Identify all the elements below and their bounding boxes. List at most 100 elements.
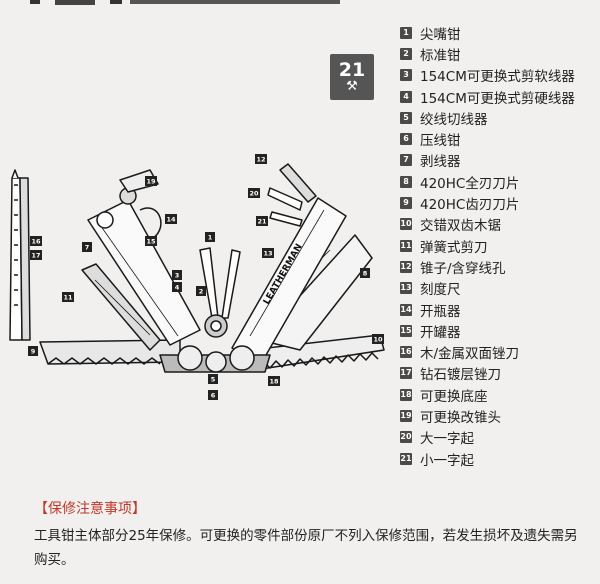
tool-legend: 1 尖嘴钳 2 标准钳 3 154CM可更换式剪软线器 4 154CM可更换式剪硬线器 5 绞线切… xyxy=(400,22,595,469)
legend-item: 5 绞线切线器 xyxy=(400,107,595,128)
legend-item: 15 开罐器 xyxy=(400,320,595,341)
legend-number: 5 xyxy=(400,111,412,124)
legend-number: 16 xyxy=(400,346,412,359)
svg-text:14: 14 xyxy=(166,216,176,224)
legend-item: 4 154CM可更换式剪硬线器 xyxy=(400,86,595,107)
svg-text:1: 1 xyxy=(208,234,213,242)
legend-number: 7 xyxy=(400,154,412,167)
svg-text:15: 15 xyxy=(146,238,156,246)
legend-item: 6 压线钳 xyxy=(400,128,595,149)
legend-label: 开瓶器 xyxy=(420,303,461,320)
legend-number: 14 xyxy=(400,303,412,316)
legend-number: 20 xyxy=(400,431,412,444)
legend-item: 16 木/金属双面锉刀 xyxy=(400,341,595,362)
legend-label: 剥线器 xyxy=(420,154,461,171)
legend-item: 18 可更换底座 xyxy=(400,384,595,405)
warranty-body: 工具钳主体部分25年保修。可更换的零件部份原厂不列入保修范围，若发生损坏及遗失需… xyxy=(34,528,578,568)
legend-label: 标准钳 xyxy=(420,47,461,64)
multitool-illustration: LEATHERMAN xyxy=(9,154,385,400)
legend-item: 13 刻度尺 xyxy=(400,278,595,299)
legend-label: 开罐器 xyxy=(420,324,461,341)
svg-text:4: 4 xyxy=(175,284,180,292)
file-tool xyxy=(9,169,31,341)
svg-text:16: 16 xyxy=(31,238,41,246)
legend-item: 12 锥子/含穿线孔 xyxy=(400,256,595,277)
legend-label: 可更换改锥头 xyxy=(420,409,501,426)
svg-text:5: 5 xyxy=(211,376,216,384)
legend-item: 14 开瓶器 xyxy=(400,299,595,320)
svg-text:10: 10 xyxy=(373,336,383,344)
svg-text:21: 21 xyxy=(257,218,267,226)
legend-label: 压线钳 xyxy=(420,133,461,150)
legend-label: 锥子/含穿线孔 xyxy=(420,260,506,277)
legend-number: 17 xyxy=(400,367,412,380)
legend-label: 154CM可更换式剪软线器 xyxy=(420,69,575,86)
cropped-header-text xyxy=(30,0,340,5)
legend-number: 11 xyxy=(400,239,412,252)
tool-count: 21 xyxy=(338,59,366,81)
legend-number: 3 xyxy=(400,69,412,82)
svg-text:13: 13 xyxy=(263,250,272,258)
legend-item: 21 小一字起 xyxy=(400,448,595,469)
svg-text:6: 6 xyxy=(211,392,216,400)
legend-number: 8 xyxy=(400,175,412,188)
legend-item: 8 420HC全刃刀片 xyxy=(400,171,595,192)
svg-text:19: 19 xyxy=(146,178,156,186)
legend-label: 木/金属双面锉刀 xyxy=(420,346,520,363)
legend-label: 交错双齿木锯 xyxy=(420,218,501,235)
svg-text:9: 9 xyxy=(31,348,36,356)
legend-label: 尖嘴钳 xyxy=(420,26,461,43)
legend-label: 钻石镀层锉刀 xyxy=(420,367,501,384)
legend-item: 9 420HC齿刃刀片 xyxy=(400,192,595,213)
legend-item: 20 大一字起 xyxy=(400,427,595,448)
svg-text:17: 17 xyxy=(31,252,40,260)
legend-number: 6 xyxy=(400,133,412,146)
legend-label: 154CM可更换式剪硬线器 xyxy=(420,90,575,107)
legend-item: 19 可更换改锥头 xyxy=(400,405,595,426)
legend-item: 1 尖嘴钳 xyxy=(400,22,595,43)
legend-label: 弹簧式剪刀 xyxy=(420,239,488,256)
callout-markers: 1 3 4 2 5 6 7 8 9 10 11 12 13 14 15 16 1… xyxy=(28,154,384,400)
awl-and-drivers xyxy=(267,163,317,227)
svg-text:3: 3 xyxy=(175,272,180,280)
legend-number: 21 xyxy=(400,452,412,465)
legend-label: 420HC全刃刀片 xyxy=(420,175,520,192)
svg-text:18: 18 xyxy=(269,378,279,386)
legend-number: 18 xyxy=(400,388,412,401)
svg-text:8: 8 xyxy=(363,270,368,278)
legend-item: 11 弹簧式剪刀 xyxy=(400,235,595,256)
legend-label: 刻度尺 xyxy=(420,282,461,299)
legend-label: 绞线切线器 xyxy=(420,111,488,128)
warranty-title: 【保修注意事项】 xyxy=(34,501,146,517)
legend-label: 420HC齿刃刀片 xyxy=(420,197,520,214)
svg-text:2: 2 xyxy=(199,288,204,296)
tool-count-badge: 21 ⚒ xyxy=(330,54,374,100)
legend-number: 19 xyxy=(400,409,412,422)
legend-label: 可更换底座 xyxy=(420,388,488,405)
legend-item: 3 154CM可更换式剪软线器 xyxy=(400,65,595,86)
tools-icon: ⚒ xyxy=(346,79,358,94)
svg-text:12: 12 xyxy=(256,156,265,164)
pliers-head xyxy=(199,247,241,338)
left-handle xyxy=(87,169,201,346)
legend-number: 2 xyxy=(400,47,412,60)
pivot-base xyxy=(159,345,271,373)
legend-number: 1 xyxy=(400,26,412,39)
svg-text:20: 20 xyxy=(249,190,259,198)
legend-item: 10 交错双齿木锯 xyxy=(400,214,595,235)
legend-label: 大一字起 xyxy=(420,431,474,448)
legend-label: 小一字起 xyxy=(420,452,474,469)
legend-number: 10 xyxy=(400,218,412,231)
legend-item: 17 钻石镀层锉刀 xyxy=(400,363,595,384)
serrated-blade xyxy=(39,339,181,365)
legend-number: 12 xyxy=(400,260,412,273)
legend-number: 13 xyxy=(400,282,412,295)
svg-text:11: 11 xyxy=(63,294,73,302)
legend-item: 2 标准钳 xyxy=(400,43,595,64)
legend-number: 4 xyxy=(400,90,412,103)
legend-number: 9 xyxy=(400,197,412,210)
svg-text:7: 7 xyxy=(85,244,90,252)
scissors xyxy=(81,263,161,351)
legend-number: 15 xyxy=(400,324,412,337)
